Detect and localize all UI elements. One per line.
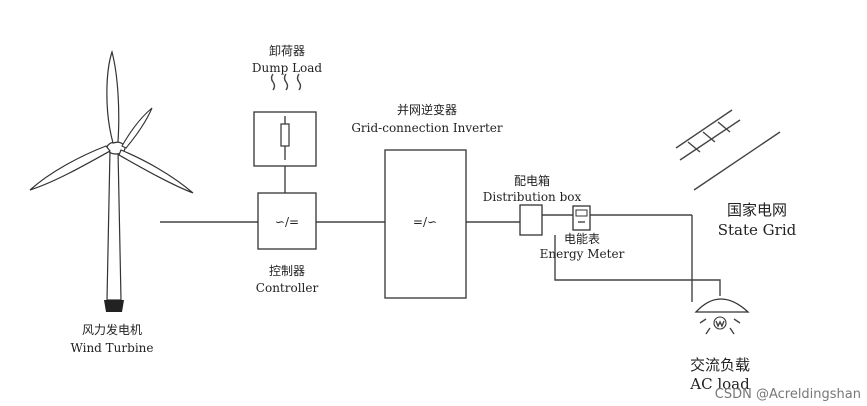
energy-meter-icon <box>572 205 591 231</box>
inverter-label-cn: 并网逆变器 <box>397 102 457 117</box>
controller-symbol: ∽/= <box>275 215 299 229</box>
controller-label-en: Controller <box>256 281 319 295</box>
watermark: CSDN @Acreldingshan <box>715 387 861 402</box>
distribution-box <box>519 204 543 236</box>
inverter-label-en: Grid-connection Inverter <box>351 121 503 135</box>
distribution-box-label-en: Distribution box <box>483 190 582 204</box>
resistor-icon <box>280 116 290 160</box>
ac-load-label-cn: 交流负载 <box>690 356 750 374</box>
inverter-symbol: =/∽ <box>413 215 437 229</box>
wind-turbine-icon <box>29 49 194 312</box>
dump-load-label-cn: 卸荷器 <box>269 43 305 58</box>
state-grid-label-cn: 国家电网 <box>727 201 787 219</box>
wind-turbine-label-cn: 风力发电机 <box>82 322 142 337</box>
energy-meter-label-en: Energy Meter <box>540 247 625 261</box>
ac-load-label-en: AC load <box>689 375 750 393</box>
power-line-icon <box>675 109 781 302</box>
connector-ac-load <box>554 235 721 288</box>
controller-box <box>257 192 317 250</box>
wind-turbine-label-en: Wind Turbine <box>70 341 153 355</box>
energy-meter-label-cn: 电能表 <box>564 232 600 246</box>
dump-load-label-en: Dump Load <box>252 61 323 75</box>
state-grid-label-en: State Grid <box>718 221 797 239</box>
lamp-icon <box>694 288 750 335</box>
controller-label-cn: 控制器 <box>269 264 305 278</box>
heat-waves-icon <box>270 73 302 91</box>
distribution-box-label-cn: 配电箱 <box>514 173 550 188</box>
inverter-box <box>384 149 467 299</box>
